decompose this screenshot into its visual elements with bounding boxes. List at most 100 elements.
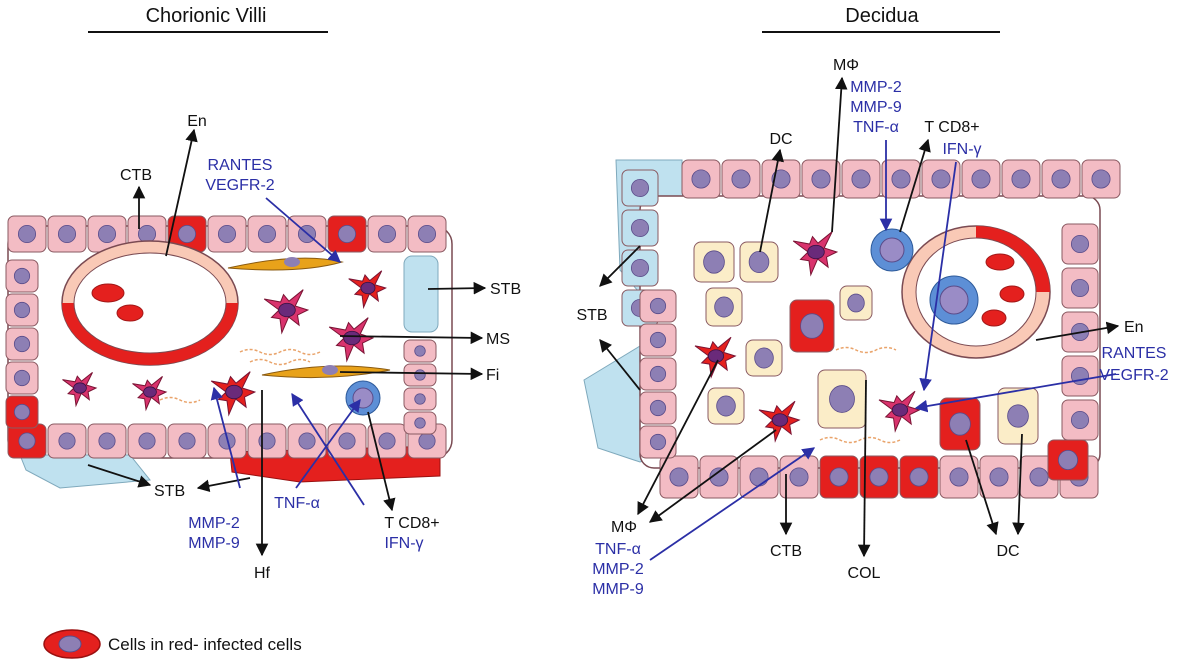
cell-nucleus (731, 169, 751, 189)
cell-nucleus (649, 331, 667, 349)
vessel-infected-wall (976, 226, 1050, 292)
black-arrows (87, 128, 487, 557)
macrophage-nucleus (343, 330, 361, 346)
cell-nucleus (649, 365, 667, 383)
label-mmp9-top: MMP-9 (850, 99, 902, 116)
cell-nucleus (1070, 278, 1090, 298)
red-blood-cell (91, 283, 125, 303)
cell-nucleus (649, 297, 667, 315)
cell-nucleus (829, 385, 855, 413)
cell-nucleus (789, 467, 809, 487)
cell-nucleus (338, 432, 356, 450)
cell-nucleus (258, 432, 276, 450)
macrophage-nucleus (143, 386, 157, 398)
cell-nucleus (18, 432, 36, 450)
cell-nucleus (714, 296, 734, 318)
macrophage-group (694, 231, 921, 443)
label-mmp2: MMP-2 (188, 515, 240, 532)
cell-nucleus (829, 467, 849, 487)
macrophage-nucleus (360, 281, 376, 295)
cell-nucleus (909, 467, 929, 487)
cell-nucleus (691, 169, 711, 189)
label-stb-right: STB (490, 281, 521, 298)
cell-nucleus (417, 224, 437, 244)
cell-nucleus (217, 224, 237, 244)
vessel-infected-wall (62, 303, 238, 365)
label-mphi-bottom: MΦ (611, 519, 637, 536)
cell-nucleus (13, 267, 31, 285)
cell-nucleus (1091, 169, 1111, 189)
label-rantes: RANTES (1102, 345, 1167, 362)
cell-nucleus (716, 395, 736, 417)
label-fi: Fi (486, 367, 499, 384)
lymphocyte-nucleus (879, 237, 905, 263)
cell-nucleus (709, 467, 729, 487)
label-ctb: CTB (120, 167, 152, 184)
macrophage-nucleus (891, 403, 909, 417)
fibroblast-nucleus (322, 365, 338, 375)
vessel-lumen (73, 252, 227, 354)
cell-nucleus (649, 433, 667, 451)
cell-nucleus (1058, 449, 1079, 470)
label-mmp9: MMP-9 (188, 535, 240, 552)
label-vegfr2: VEGFR-2 (205, 177, 274, 194)
stb-blue-bottom-left (19, 454, 151, 489)
cell-nucleus (178, 432, 196, 450)
legend-nucleus-icon (58, 635, 82, 653)
label-mphi-top: MΦ (833, 57, 859, 74)
cell-nucleus (749, 467, 769, 487)
cell-nucleus (137, 224, 157, 244)
label-ctb: CTB (770, 543, 802, 560)
cell-nucleus (378, 432, 396, 450)
collagen-fiber (159, 396, 201, 404)
cell-nucleus (703, 250, 725, 274)
cell-nucleus (1070, 410, 1090, 430)
macrophage-nucleus (73, 382, 87, 394)
cell-nucleus (13, 335, 31, 353)
cell-nucleus (337, 224, 357, 244)
label-dc-bottom: DC (996, 543, 1019, 560)
cell-nucleus (754, 347, 774, 369)
macrophage-nucleus (278, 302, 296, 318)
label-col: COL (848, 565, 881, 582)
collagen-fiber (249, 358, 311, 366)
cell-nucleus (949, 412, 971, 436)
label-ms: MS (486, 331, 510, 348)
cell-nucleus (58, 432, 76, 450)
chorionic-villi-panel: Chorionic Villi (5, 5, 521, 582)
cell-nucleus (414, 369, 426, 381)
label-tnf-top: TNF-α (853, 119, 899, 136)
macrophage-nucleus (807, 244, 825, 260)
cell-nucleus (414, 417, 426, 429)
cell-nucleus (851, 169, 871, 189)
label-rantes: RANTES (208, 157, 273, 174)
black-arrows (599, 76, 1120, 558)
label-en: En (187, 113, 207, 130)
collagen-fiber (239, 348, 321, 356)
decidual-cell-layer (621, 159, 1121, 499)
label-vegfr2: VEGFR-2 (1099, 367, 1168, 384)
label-t-cd8: T CD8+ (384, 515, 439, 532)
blue-arrows (649, 140, 1117, 561)
villus-outline (7, 225, 453, 459)
label-stb-bottom: STB (154, 483, 185, 500)
blue-arrows (210, 197, 365, 506)
cell-nucleus (57, 224, 77, 244)
panel-title-chorionic-villi: Chorionic Villi (146, 5, 267, 27)
cell-nucleus (414, 393, 426, 405)
cell-nucleus (1029, 467, 1049, 487)
cell-nucleus (971, 169, 991, 189)
legend-label: Cells in red- infected cells (108, 635, 302, 654)
cell-nucleus (1011, 169, 1031, 189)
cell-nucleus (13, 369, 31, 387)
cell-nucleus (669, 467, 689, 487)
decidual-stromal-cells (693, 241, 1039, 451)
cell-nucleus (257, 224, 277, 244)
cell-nucleus (649, 399, 667, 417)
cell-nucleus (13, 301, 31, 319)
macrophage-group (62, 270, 387, 417)
red-blood-cell (999, 285, 1025, 303)
legend: Cells in red- infected cells (43, 629, 302, 659)
collagen-fiber (835, 346, 897, 354)
cell-nucleus (847, 293, 865, 313)
